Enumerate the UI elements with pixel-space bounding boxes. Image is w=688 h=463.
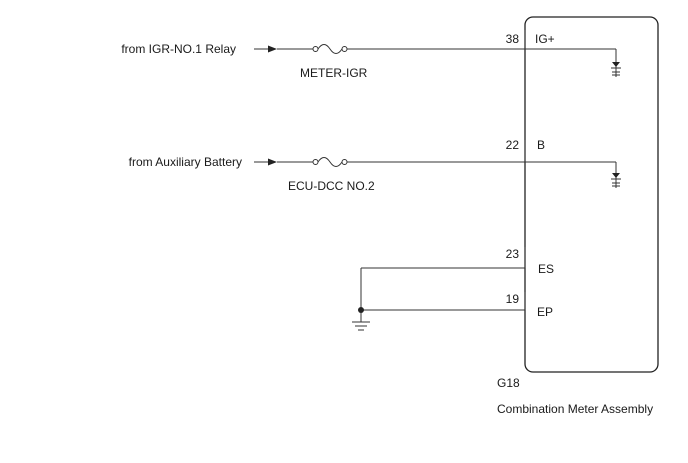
- pin-name-b: B: [537, 138, 545, 152]
- fuse-meter-igr-label: METER-IGR: [300, 66, 368, 80]
- pin-number-38: 38: [506, 32, 520, 46]
- pin-name-es: ES: [538, 262, 554, 276]
- pin-number-19: 19: [506, 292, 520, 306]
- fuse-icon: [312, 157, 348, 167]
- pin-number-22: 22: [506, 138, 520, 152]
- diode-icon: [611, 49, 621, 77]
- ground-icon: [352, 321, 370, 331]
- source-igr-relay-label: from IGR-NO.1 Relay: [121, 42, 236, 56]
- component-name: Combination Meter Assembly: [497, 402, 653, 416]
- source-aux-battery-label: from Auxiliary Battery: [129, 155, 242, 169]
- pin-name-ep: EP: [537, 305, 553, 319]
- arrow-icon: [254, 45, 277, 53]
- junction-dot: [358, 307, 364, 313]
- fuse-ecu-dcc-label: ECU-DCC NO.2: [288, 179, 375, 193]
- fuse-icon: [312, 44, 348, 54]
- arrow-icon: [254, 158, 277, 166]
- diode-icon: [611, 162, 621, 188]
- pin-number-23: 23: [506, 247, 520, 261]
- combination-meter-box: [524, 16, 659, 373]
- pin-name-ig-plus: IG+: [535, 32, 555, 46]
- connector-code: G18: [497, 376, 520, 390]
